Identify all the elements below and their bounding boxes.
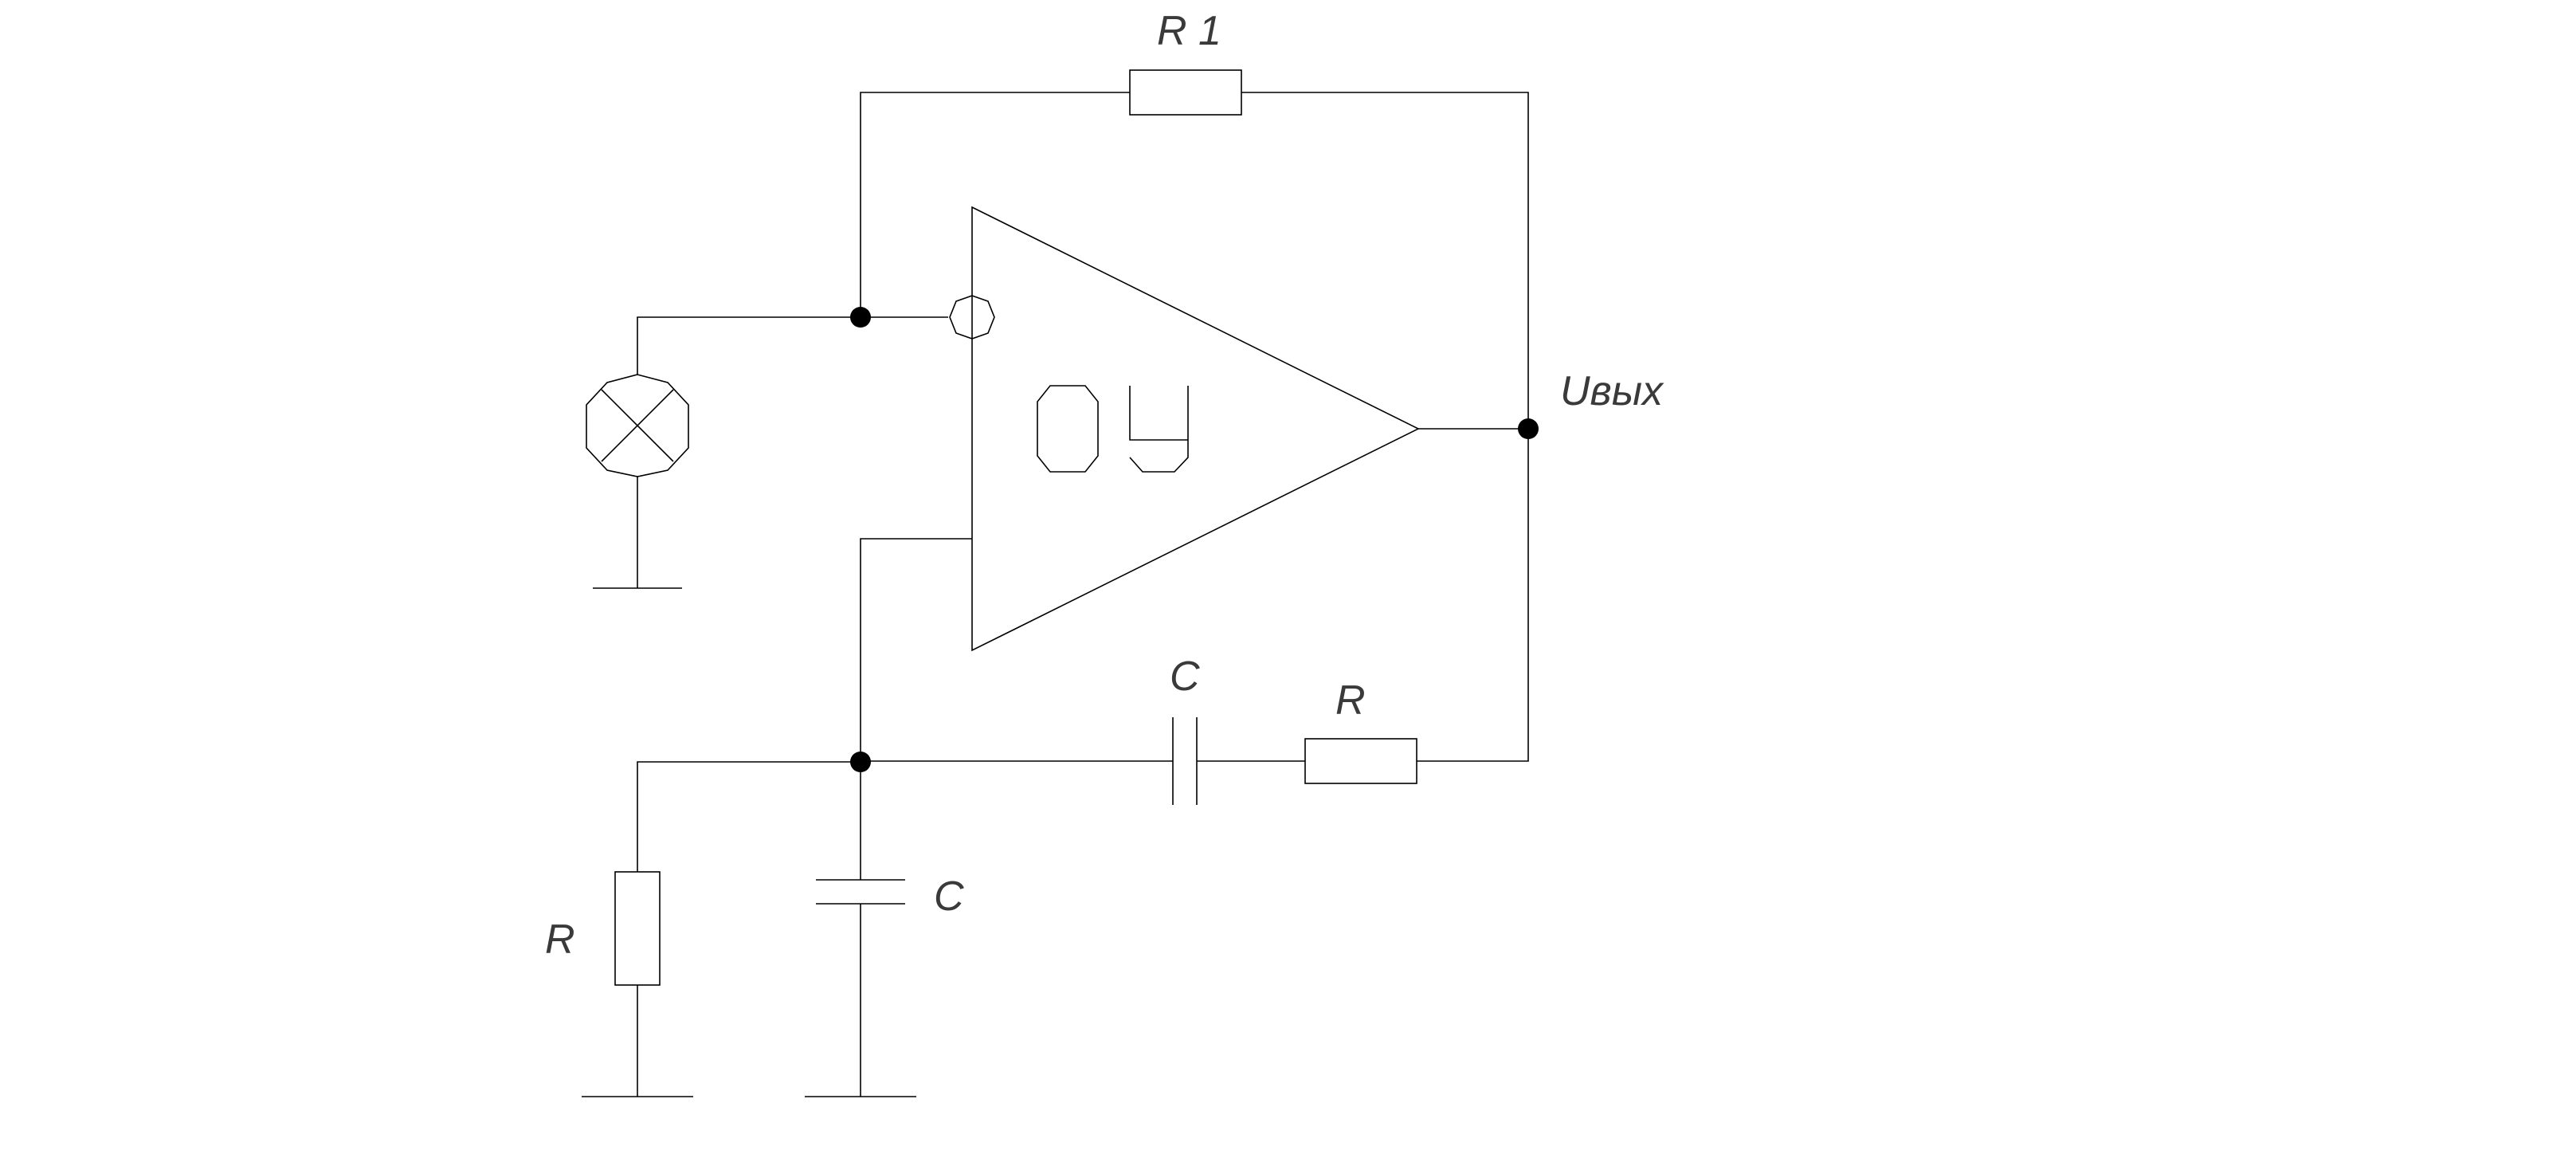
resistor-series bbox=[1304, 738, 1417, 784]
wire-lamp-to-input bbox=[637, 316, 948, 375]
op-amp-triangle bbox=[971, 206, 1420, 652]
wire-output-to-series-r bbox=[1417, 429, 1529, 762]
label-c-series: C bbox=[1170, 653, 1200, 700]
label-output: Uвых bbox=[1560, 368, 1664, 414]
label-r-shunt: R bbox=[545, 916, 575, 963]
junction-input bbox=[850, 307, 871, 328]
lamp-cross-b bbox=[601, 389, 674, 462]
op-amp-letter-o bbox=[1037, 385, 1099, 473]
inverting-input-bubble bbox=[949, 295, 995, 340]
op-amp-letter-u bbox=[1129, 386, 1188, 441]
junction-output bbox=[1518, 418, 1539, 439]
capacitor-series bbox=[1172, 717, 1198, 805]
lamp-symbol bbox=[586, 374, 689, 477]
grounds bbox=[582, 587, 916, 1097]
op-amp-label: ОУ bbox=[1036, 385, 1189, 473]
wire-noninv-input bbox=[860, 538, 972, 762]
capacitor-shunt bbox=[816, 879, 905, 905]
wire-r1-left bbox=[860, 92, 1130, 317]
wire-r1-right bbox=[1241, 92, 1529, 429]
wires bbox=[637, 92, 1529, 1097]
lamp-body bbox=[586, 374, 689, 477]
label-c-shunt: C bbox=[934, 873, 964, 920]
op-amp-letter-u-stem bbox=[1129, 386, 1189, 473]
label-r-series: R bbox=[1335, 677, 1366, 724]
label-r1: R 1 bbox=[1157, 8, 1221, 54]
resistor-shunt bbox=[614, 871, 661, 986]
junctions bbox=[850, 307, 1539, 772]
op-amp: ОУ bbox=[949, 206, 1420, 652]
junction-rc-node bbox=[850, 752, 871, 772]
wire-node-to-shunt-r bbox=[637, 761, 861, 872]
resistor-r1 bbox=[1129, 69, 1242, 116]
op-amp-label-text: ОУ bbox=[1036, 471, 1037, 473]
